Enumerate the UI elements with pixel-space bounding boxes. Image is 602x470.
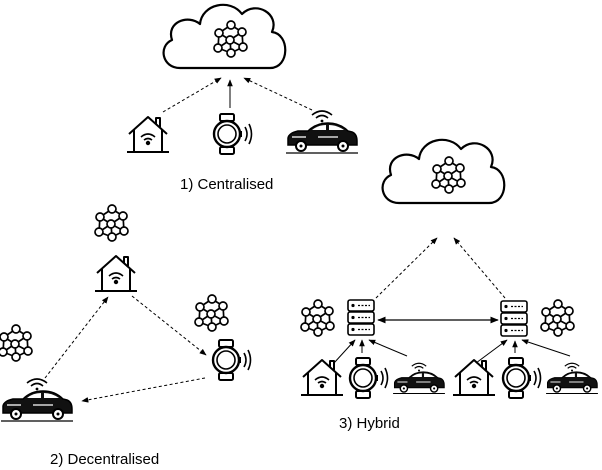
neural-network-icon: [0, 324, 33, 362]
peer-arrow: [131, 295, 207, 356]
smart-home-icon: [300, 359, 344, 396]
neural-network-icon: [94, 204, 129, 242]
client-arrow: [475, 339, 508, 364]
peer-arrow: [44, 296, 109, 379]
decentralised-panel: [0, 204, 252, 422]
connected-car-icon: [545, 362, 599, 395]
caption-hybrid: 3) Hybrid: [339, 415, 400, 432]
smartwatch-icon: [348, 356, 389, 400]
edge-server-icon: [347, 299, 375, 336]
smartwatch-icon: [211, 338, 252, 382]
neural-network-icon: [540, 299, 575, 337]
client-arrow: [521, 339, 571, 357]
neural-network-icon: [300, 299, 335, 337]
upload-arrow: [453, 237, 506, 299]
upload-arrow: [243, 77, 313, 111]
client-arrow: [333, 339, 356, 364]
hybrid-panel: [300, 138, 599, 400]
smart-home-icon: [94, 255, 138, 292]
caption-decentralised: 2) Decentralised: [50, 451, 160, 468]
upload-arrow: [375, 237, 438, 299]
smart-home-icon: [126, 116, 170, 153]
edge-server-icon: [500, 300, 528, 337]
connected-car-icon: [392, 362, 446, 395]
upload-arrow: [162, 77, 222, 113]
smartwatch-icon: [501, 356, 542, 400]
cloud-icon: [381, 138, 506, 205]
peer-arrow: [81, 377, 206, 403]
connected-car-icon: [285, 110, 359, 154]
neural-network-icon: [194, 294, 229, 332]
caption-centralised: 1) Centralised: [180, 176, 274, 193]
centralised-panel: [126, 3, 359, 156]
connected-car-icon: [0, 378, 74, 422]
smart-home-icon: [452, 359, 496, 396]
client-arrow: [368, 339, 408, 357]
smartwatch-icon: [212, 112, 253, 156]
